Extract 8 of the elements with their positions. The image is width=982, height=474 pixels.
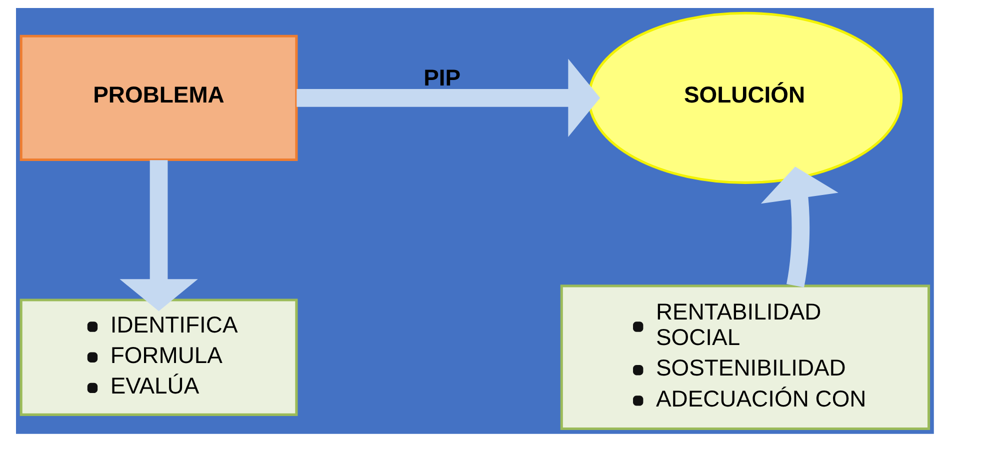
edge-label: PIP: [424, 64, 461, 91]
node-box: PROBLEMA: [20, 34, 298, 162]
arrow: [760, 166, 838, 288]
node-box: RENTABILIDAD SOCIAL SOSTENIBILIDAD ADECUACIÓN CON: [560, 284, 930, 430]
arrow: [296, 58, 600, 137]
arrow: [120, 160, 198, 312]
node-ellipse: SOLUCIÓN: [588, 12, 903, 184]
node-box: IDENTIFICA FORMULA EVALÚA: [20, 298, 298, 416]
